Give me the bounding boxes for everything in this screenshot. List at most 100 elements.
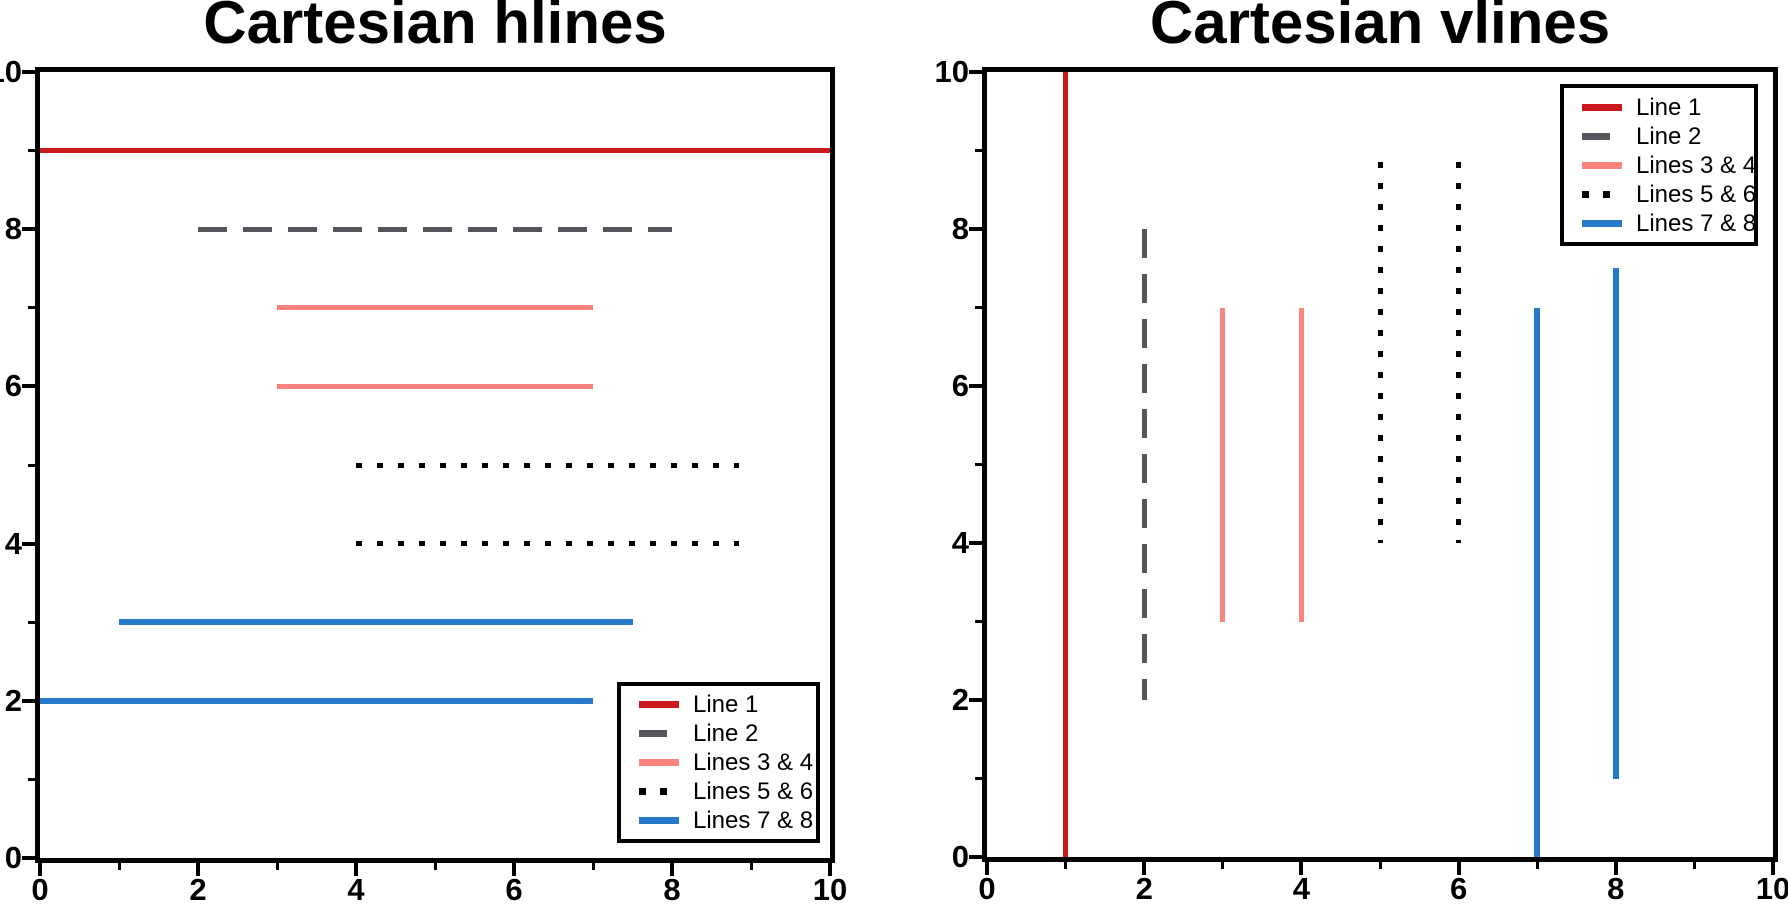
legend-row: Lines 5 & 6 bbox=[1582, 180, 1756, 209]
y-axis-minor-tick bbox=[28, 777, 35, 781]
line-segment-lines-7-8 bbox=[119, 619, 633, 626]
x-axis-minor-tick bbox=[117, 863, 121, 870]
y-axis-major-tick bbox=[22, 856, 35, 860]
x-axis-minor-tick bbox=[591, 863, 595, 870]
x-axis-major-tick bbox=[1299, 862, 1304, 875]
x-axis-tick-label: 0 bbox=[978, 871, 996, 906]
line-segment-line-1 bbox=[40, 148, 830, 154]
x-axis-major-tick bbox=[354, 863, 358, 876]
x-axis-major-tick bbox=[828, 863, 832, 876]
legend-row: Lines 5 & 6 bbox=[639, 777, 814, 806]
x-axis-tick-label: 8 bbox=[1607, 871, 1625, 906]
x-axis-tick-label: 10 bbox=[1755, 871, 1788, 906]
x-axis-tick-label: 4 bbox=[347, 872, 365, 907]
x-axis-major-tick bbox=[1456, 862, 1461, 875]
legend-solid-line-swatch bbox=[639, 759, 679, 766]
y-axis-tick-label: 0 bbox=[4, 840, 22, 875]
x-axis-major-tick bbox=[38, 863, 42, 876]
legend-solid-line-swatch bbox=[1582, 219, 1622, 227]
legend-row: Line 2 bbox=[639, 719, 810, 748]
legend-label: Lines 3 & 4 bbox=[693, 749, 814, 776]
y-axis-tick-label: 0 bbox=[951, 839, 969, 874]
line-segment-lines-7-8 bbox=[1612, 268, 1619, 779]
y-axis-minor-tick bbox=[975, 306, 982, 309]
y-axis-major-tick bbox=[22, 541, 35, 546]
line-segment-lines-3-4 bbox=[1220, 307, 1226, 622]
legend-dashed-line-swatch bbox=[639, 730, 679, 737]
x-axis-major-tick bbox=[1771, 862, 1775, 875]
y-axis-tick-label: 2 bbox=[4, 682, 22, 718]
y-axis-tick-label: 6 bbox=[951, 368, 969, 403]
x-axis-minor-tick bbox=[1221, 862, 1225, 869]
y-axis-minor-tick bbox=[28, 306, 35, 310]
x-axis-minor-tick bbox=[1064, 862, 1068, 869]
x-axis-minor-tick bbox=[1378, 862, 1382, 869]
x-axis-minor-tick bbox=[749, 863, 753, 870]
legend-row: Line 1 bbox=[639, 690, 810, 719]
y-axis-minor-tick bbox=[975, 463, 982, 466]
legend-label: Line 1 bbox=[693, 691, 759, 718]
legend-label: Lines 3 & 4 bbox=[1636, 151, 1757, 179]
y-axis-tick-label: 6 bbox=[4, 368, 22, 404]
y-axis-major-tick bbox=[969, 70, 982, 74]
line-segment-lines-7-8 bbox=[1534, 307, 1541, 857]
x-axis-minor-tick bbox=[433, 863, 437, 870]
y-axis-major-tick bbox=[969, 698, 982, 702]
line-segment-lines-5-6 bbox=[356, 541, 740, 547]
legend-label: Lines 7 & 8 bbox=[1636, 209, 1757, 237]
y-axis-tick-label: 2 bbox=[951, 682, 969, 717]
x-axis-tick-label: 0 bbox=[31, 872, 49, 907]
line-segment-lines-5-6 bbox=[1456, 162, 1462, 543]
y-axis-major-tick bbox=[22, 227, 35, 232]
legend-row: Lines 3 & 4 bbox=[639, 748, 814, 777]
y-axis-minor-tick bbox=[28, 149, 35, 153]
line-segment-lines-5-6 bbox=[356, 462, 740, 468]
y-axis-tick-label: 8 bbox=[4, 211, 22, 247]
y-axis-major-tick bbox=[22, 698, 35, 703]
legend-label: Lines 7 & 8 bbox=[693, 807, 814, 834]
x-axis-tick-label: 8 bbox=[663, 872, 681, 907]
y-axis-tick-label: 4 bbox=[4, 525, 22, 561]
x-axis-major-tick bbox=[512, 863, 516, 876]
x-axis-tick-label: 2 bbox=[189, 872, 207, 907]
x-axis-major-tick bbox=[670, 863, 674, 876]
x-axis-tick-label: 4 bbox=[1292, 871, 1311, 906]
y-axis-minor-tick bbox=[975, 777, 982, 780]
legend-label: Line 2 bbox=[1636, 122, 1702, 150]
legend-solid-line-swatch bbox=[1582, 103, 1622, 111]
line-segment-line-1 bbox=[1063, 72, 1069, 857]
legend-label: Line 1 bbox=[1636, 93, 1702, 121]
x-axis-major-tick bbox=[985, 862, 989, 875]
x-axis-tick-label: 6 bbox=[505, 872, 523, 907]
y-axis-tick-label: 10 bbox=[0, 54, 22, 89]
x-axis-tick-label: 2 bbox=[1135, 871, 1153, 906]
legend-dashed-line-swatch bbox=[1582, 132, 1622, 140]
x-axis-major-tick bbox=[1142, 862, 1147, 875]
x-axis-tick-label: 10 bbox=[812, 872, 848, 907]
line-segment-lines-3-4 bbox=[277, 305, 593, 311]
line-segment-line-2 bbox=[198, 226, 672, 232]
legend-label: Lines 5 & 6 bbox=[693, 778, 814, 805]
legend-label: Lines 5 & 6 bbox=[1636, 180, 1757, 208]
hlines-plot-area: 0 2 4 6 8 10 0 2 4 6 8 10 bbox=[0, 54, 847, 907]
y-axis-major-tick bbox=[22, 384, 35, 389]
y-axis-tick-label: 8 bbox=[951, 211, 969, 246]
y-axis-tick-label: 4 bbox=[951, 525, 969, 560]
x-axis-minor-tick bbox=[1535, 862, 1539, 869]
x-axis-minor-tick bbox=[275, 863, 279, 870]
y-axis-minor-tick bbox=[28, 620, 35, 624]
x-axis-minor-tick bbox=[1692, 862, 1696, 869]
hlines-chart-title: Cartesian hlines bbox=[203, 0, 667, 56]
legend-row: Line 2 bbox=[1582, 122, 1748, 151]
legend-dotted-line-swatch bbox=[1582, 190, 1622, 198]
legend-solid-line-swatch bbox=[1582, 161, 1622, 169]
legend-solid-line-swatch bbox=[639, 817, 679, 824]
legend-dotted-line-swatch bbox=[639, 788, 679, 795]
line-segment-line-2 bbox=[1141, 229, 1147, 700]
y-axis-major-tick bbox=[969, 855, 982, 859]
legend-row: Line 1 bbox=[1582, 93, 1748, 122]
line-segment-lines-3-4 bbox=[277, 383, 593, 389]
line-segment-lines-5-6 bbox=[1377, 162, 1383, 543]
legend-solid-line-swatch bbox=[639, 701, 679, 708]
